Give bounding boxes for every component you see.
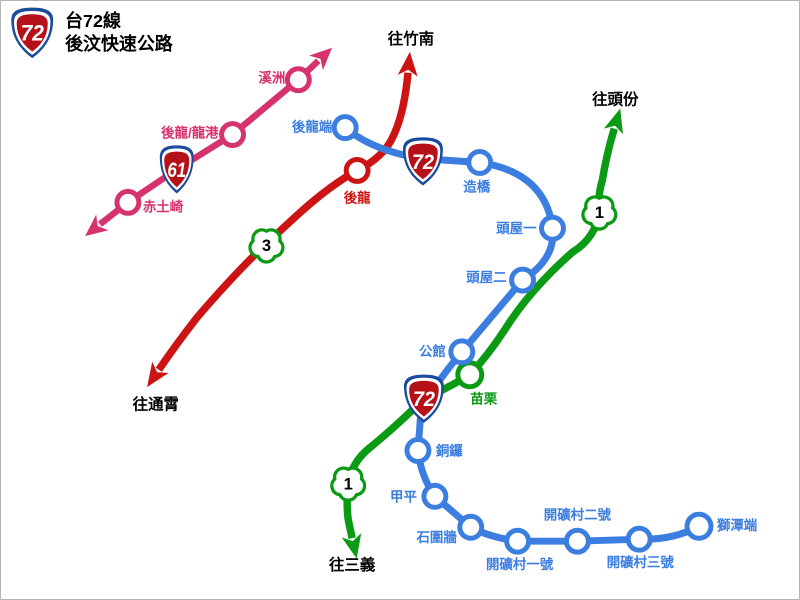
freeway-number: 1 bbox=[344, 474, 353, 493]
freeway-3-line bbox=[147, 51, 418, 388]
direction-label-zhunan: 往竹南 bbox=[388, 29, 434, 48]
station-label: 後龍/龍港 bbox=[161, 125, 219, 141]
title-block: 72 台72線 後汶快速公路 bbox=[11, 7, 174, 59]
station-marker bbox=[509, 266, 537, 294]
station-label: 甲平 bbox=[390, 489, 417, 504]
station-marker bbox=[404, 437, 432, 464]
station-label: 溪洲 bbox=[258, 70, 285, 86]
route-61-station-markers bbox=[114, 66, 312, 216]
station-marker bbox=[114, 188, 142, 216]
station-marker bbox=[466, 149, 494, 176]
station-label: 赤土崎 bbox=[143, 198, 184, 214]
direction-label-toufen: 往頭份 bbox=[592, 90, 639, 109]
route-72-line bbox=[342, 124, 701, 545]
page-title: 台72線 bbox=[65, 10, 121, 31]
station-marker bbox=[343, 156, 371, 184]
direction-label-tongxiao: 往通霄 bbox=[133, 395, 179, 414]
station-marker bbox=[421, 482, 449, 510]
shield-number: 72 bbox=[413, 389, 436, 412]
station-label: 公館 bbox=[419, 343, 446, 359]
station-label: 後龍端 bbox=[292, 119, 333, 135]
station-label: 頭屋二 bbox=[466, 270, 506, 285]
freeway-3-marker-icon: 3 bbox=[248, 228, 285, 264]
station-label: 獅潭端 bbox=[716, 517, 758, 533]
station-marker bbox=[563, 527, 591, 555]
station-marker bbox=[284, 66, 312, 94]
route-72-shield-icon: 72 bbox=[402, 137, 443, 186]
page-subtitle: 後汶快速公路 bbox=[65, 33, 174, 54]
station-label: 後龍 bbox=[344, 189, 371, 205]
route-72-station-markers bbox=[331, 114, 714, 555]
route-61-station-labels: 赤土崎 後龍/龍港 溪洲 bbox=[143, 70, 286, 215]
shield-number: 61 bbox=[167, 159, 186, 182]
station-marker bbox=[457, 513, 485, 541]
station-marker bbox=[219, 121, 247, 149]
station-label: 開礦村二號 bbox=[544, 506, 612, 522]
shield-number: 72 bbox=[21, 21, 44, 46]
station-marker bbox=[504, 527, 532, 555]
station-marker bbox=[625, 525, 653, 553]
route-61-shield-icon: 61 bbox=[159, 145, 194, 194]
station-marker bbox=[331, 114, 359, 142]
station-label: 頭屋一 bbox=[496, 221, 537, 236]
route-72-shield-icon: 72 bbox=[403, 374, 444, 423]
station-label: 造橋 bbox=[463, 178, 490, 194]
freeway-number: 1 bbox=[595, 203, 604, 222]
shield-number: 72 bbox=[412, 151, 435, 174]
freeway-1-marker-icon: 1 bbox=[581, 195, 618, 231]
station-marker bbox=[448, 338, 476, 366]
station-marker bbox=[539, 214, 566, 242]
route-72-shield-icon: 72 bbox=[11, 7, 54, 59]
station-label: 開礦村三號 bbox=[607, 554, 675, 570]
station-label: 苗栗 bbox=[470, 391, 497, 407]
station-label: 銅鑼 bbox=[436, 442, 463, 458]
freeway-number: 3 bbox=[262, 236, 271, 255]
route-72-station-labels: 後龍端 造橋 頭屋一 頭屋二 公館 銅鑼 甲平 石圍牆 開礦村一號 開礦村二號 … bbox=[292, 119, 758, 573]
freeway-1-marker-icon: 1 bbox=[330, 466, 367, 502]
station-label: 石圍牆 bbox=[415, 529, 457, 545]
direction-label-sanyi: 往三義 bbox=[329, 555, 376, 574]
station-marker bbox=[455, 360, 485, 390]
station-marker bbox=[684, 511, 714, 541]
station-label: 開礦村一號 bbox=[486, 556, 554, 572]
